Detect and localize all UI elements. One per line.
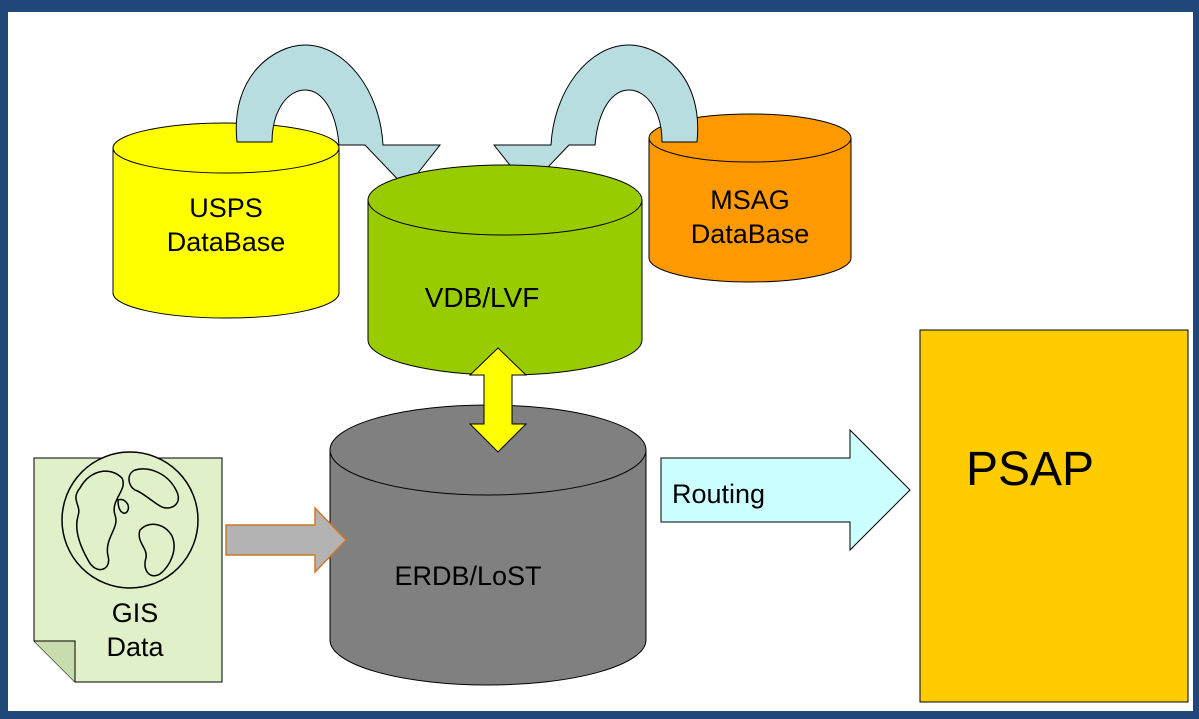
- msag-database-label: MSAG DataBase: [640, 184, 860, 252]
- gis-data-label: GIS Data: [90, 597, 180, 665]
- usps-label-line1: USPS: [189, 193, 263, 223]
- msag-database-cylinder: [648, 113, 852, 283]
- erdb-lost-cylinder: [329, 404, 647, 686]
- usps-database-cylinder: [112, 122, 340, 319]
- msag-label-line2: DataBase: [690, 218, 810, 249]
- gis-to-erdb-arrow: [225, 506, 348, 574]
- msag-label-line1: MSAG: [710, 185, 790, 215]
- routing-arrow: [660, 428, 911, 552]
- routing-label: Routing: [672, 479, 766, 509]
- erdb-lost-label: ERDB/LoST: [394, 561, 542, 591]
- globe-icon: [61, 451, 199, 589]
- double-arrow-vdb-erdb: [468, 347, 528, 453]
- gis-label-line1: GIS: [111, 598, 159, 628]
- vdb-lvf-label: VDB/LVF: [424, 282, 540, 313]
- vdb-lvf-cylinder: [367, 164, 643, 376]
- curved-arrow-usps-to-vdb: [235, 44, 442, 189]
- psap-label: PSAP: [965, 443, 1095, 496]
- psap-box: [919, 329, 1189, 703]
- gis-label-line2: Data: [106, 631, 164, 662]
- curved-arrow-msag-to-vdb: [492, 44, 699, 189]
- usps-database-label: USPS DataBase: [120, 192, 332, 260]
- usps-label-line2: DataBase: [166, 226, 286, 257]
